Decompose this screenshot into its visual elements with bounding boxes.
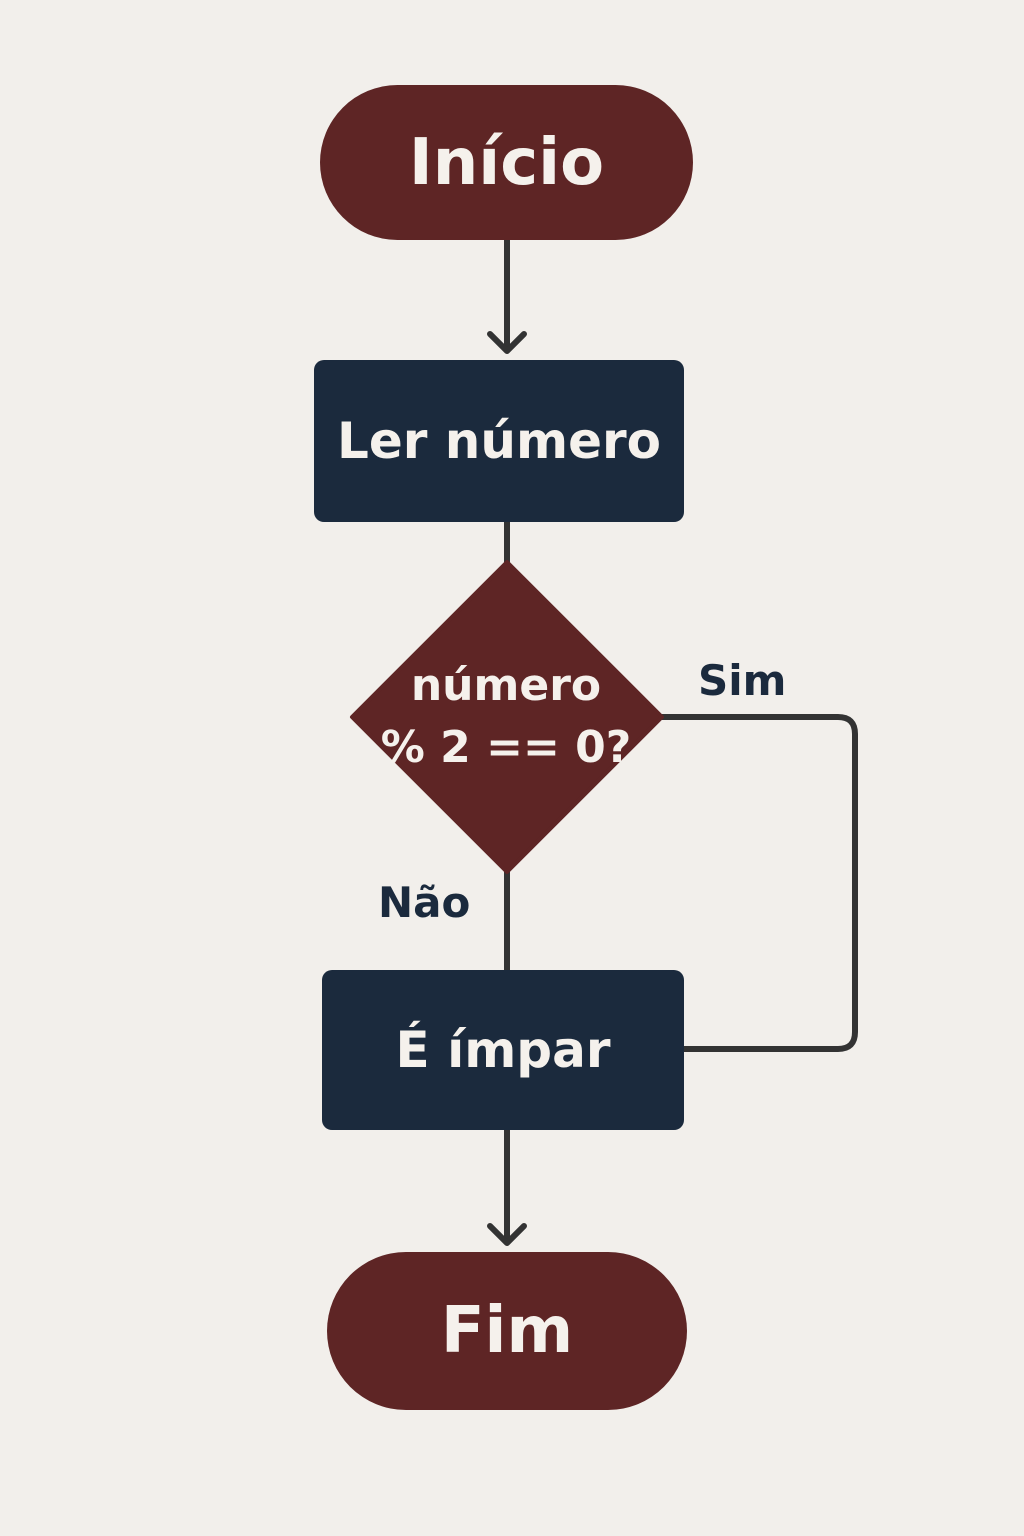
yes-edge-label: Sim (698, 656, 787, 705)
end-label: Fim (440, 1294, 574, 1368)
read-number-process: Ler número (314, 360, 684, 522)
start-label: Início (408, 125, 605, 200)
end-terminal: Fim (327, 1252, 687, 1410)
odd-result-process: É ímpar (322, 970, 684, 1130)
decision-line-2: % 2 == 0? (380, 722, 632, 773)
decision-diamond (350, 560, 664, 874)
start-terminal: Início (320, 85, 693, 240)
arrowhead-end (487, 1223, 527, 1246)
decision-line-1: número (410, 660, 602, 711)
read-label: Ler número (336, 412, 662, 470)
odd-label: É ímpar (395, 1021, 611, 1079)
no-edge-label: Não (378, 878, 471, 927)
edge-yes-branch (658, 714, 858, 1052)
arrowhead-read (487, 331, 527, 354)
decision-label: número % 2 == 0? (356, 655, 656, 779)
